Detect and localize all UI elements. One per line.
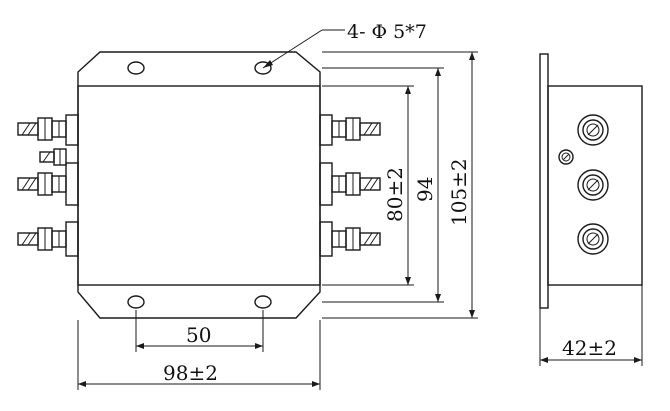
dimension-height-mount-label: 94 xyxy=(413,177,437,202)
vertical-extension-lines xyxy=(322,51,478,319)
dimension-depth-overall: 42±2 xyxy=(539,285,643,366)
left-terminal-block-top xyxy=(65,114,79,146)
side-body xyxy=(547,85,643,286)
mounting-hole-top-right xyxy=(254,61,272,75)
left-terminal-block-bottom xyxy=(65,221,79,257)
dimension-height-mount: 94 xyxy=(413,68,441,302)
dimension-width-overall-label: 98±2 xyxy=(163,361,218,385)
left-terminal-2 xyxy=(17,172,67,196)
hole-callout-label: 4- Φ 5*7 xyxy=(347,21,427,43)
dimension-height-overall: 105±2 xyxy=(447,52,475,318)
left-terminal-block-mid xyxy=(65,162,79,206)
dimension-hole-spacing-x-label: 50 xyxy=(186,323,211,347)
right-terminal-block-mid xyxy=(319,162,333,206)
right-terminal-block-top xyxy=(319,114,333,146)
mounting-hole-top-left xyxy=(127,61,145,75)
left-terminal-3 xyxy=(17,227,67,251)
right-terminal-2 xyxy=(331,172,381,196)
dimension-width-overall: 98±2 xyxy=(77,320,321,390)
side-view: 42±2 xyxy=(539,53,643,366)
side-terminal-screw-1 xyxy=(577,114,609,146)
side-terminal-screw-2 xyxy=(577,169,609,201)
right-terminal-1 xyxy=(331,117,381,141)
right-terminal-block-bottom xyxy=(319,221,333,257)
side-ground-screw xyxy=(558,149,574,165)
side-terminal-screw-3 xyxy=(577,223,609,255)
dimension-height-body: 80±2 xyxy=(383,86,411,285)
dimension-depth-overall-label: 42±2 xyxy=(562,336,617,360)
mounting-hole-bottom-left xyxy=(127,295,145,309)
mounting-flange xyxy=(77,51,321,319)
dimension-hole-spacing-x: 50 xyxy=(135,310,264,352)
hole-callout: 4- Φ 5*7 xyxy=(262,21,427,69)
left-terminal-1 xyxy=(17,117,67,141)
dimension-height-overall-label: 105±2 xyxy=(447,158,471,226)
filter-body xyxy=(77,85,321,286)
front-view: 4- Φ 5*7 50 98±2 xyxy=(17,21,478,390)
left-terminal-ground xyxy=(39,148,67,166)
dimension-height-body-label: 80±2 xyxy=(383,167,407,222)
side-flange xyxy=(539,53,549,309)
right-terminal-3 xyxy=(331,227,381,251)
left-terminals xyxy=(17,117,67,251)
mounting-hole-bottom-right xyxy=(254,295,272,309)
right-terminals xyxy=(331,117,381,251)
